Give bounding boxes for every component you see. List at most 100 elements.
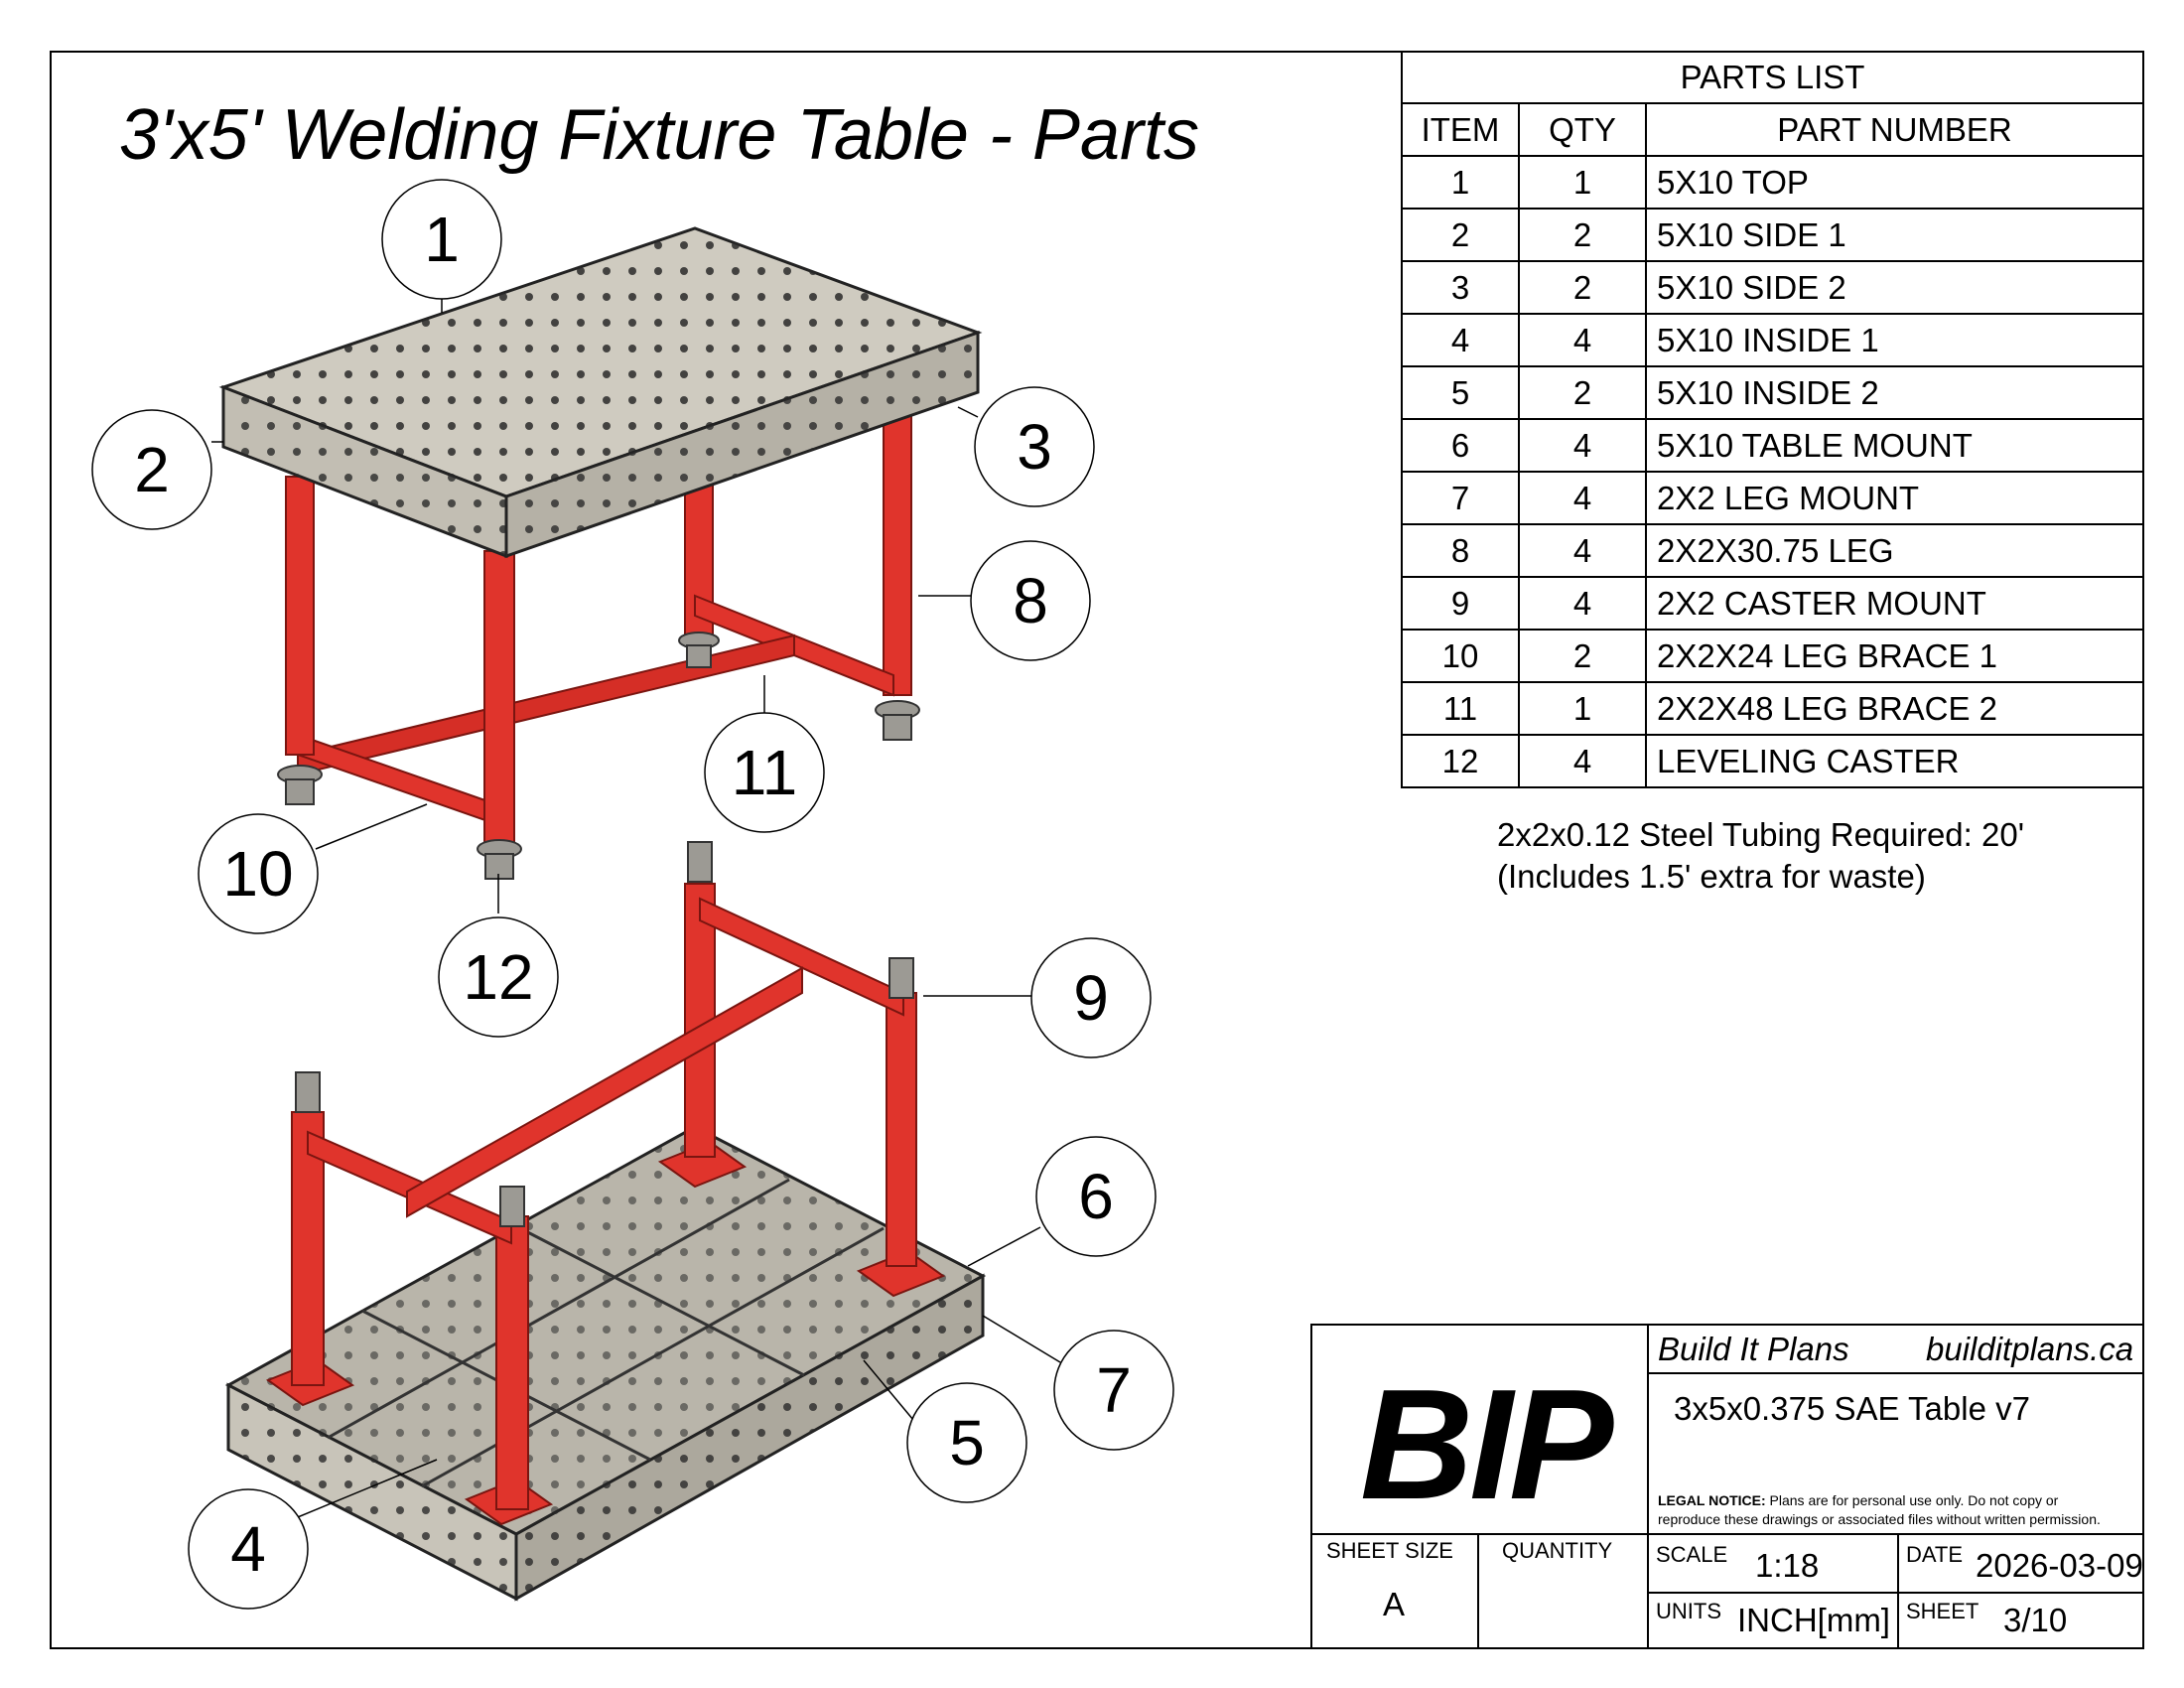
legal-notice-text-2: reproduce these drawings or associated f…	[1658, 1511, 2101, 1527]
svg-text:2: 2	[134, 434, 170, 505]
callout-6: 6	[1035, 1136, 1157, 1257]
tubing-note-line1: 2x2x0.12 Steel Tubing Required: 20'	[1497, 816, 2024, 853]
assembled-table	[218, 226, 983, 880]
date-value: 2026-03-09	[1976, 1547, 2143, 1584]
leader-lines	[211, 298, 1061, 1520]
callout-balloons: 1 2 3 4 5 6 7 8 9 10 11 12	[91, 179, 1174, 1610]
part-item: 9	[1401, 576, 1520, 631]
legal-notice: LEGAL NOTICE: Plans are for personal use…	[1658, 1491, 2101, 1529]
bip-logo: BIP	[1360, 1357, 1613, 1532]
drawing-title: 3'x5' Welding Fixture Table - Parts	[119, 95, 1199, 175]
part-item: 8	[1401, 523, 1520, 578]
scale-value: 1:18	[1755, 1547, 1820, 1584]
callout-10: 10	[198, 813, 319, 934]
part-number: 5X10 TOP	[1645, 155, 2144, 210]
sheet-size-value: A	[1383, 1586, 1406, 1622]
tubing-note: 2x2x0.12 Steel Tubing Required: 20' (Inc…	[1497, 814, 2024, 898]
part-qty: 1	[1518, 681, 1647, 736]
legal-notice-label: LEGAL NOTICE:	[1658, 1492, 1766, 1508]
part-qty: 4	[1518, 418, 1647, 473]
part-number: 5X10 SIDE 1	[1645, 208, 2144, 262]
title-block	[1310, 1324, 2144, 1649]
part-item: 6	[1401, 418, 1520, 473]
part-item: 10	[1401, 629, 1520, 683]
part-number: 2X2X48 LEG BRACE 2	[1645, 681, 2144, 736]
callout-1: 1	[381, 179, 502, 300]
svg-text:9: 9	[1073, 962, 1109, 1034]
drawing-number: 3x5x0.375 SAE Table v7	[1674, 1390, 2030, 1427]
part-number: LEVELING CASTER	[1645, 734, 2144, 788]
units-value: INCH[mm]	[1737, 1602, 1890, 1638]
part-item: 7	[1401, 471, 1520, 525]
part-number: 5X10 INSIDE 2	[1645, 365, 2144, 420]
part-number: 5X10 SIDE 2	[1645, 260, 2144, 315]
callout-11: 11	[704, 712, 825, 833]
part-item: 1	[1401, 155, 1520, 210]
part-item: 11	[1401, 681, 1520, 736]
callout-9: 9	[1030, 937, 1152, 1058]
svg-text:12: 12	[463, 941, 533, 1013]
part-number: 2X2 CASTER MOUNT	[1645, 576, 2144, 631]
units-label: UNITS	[1656, 1599, 1721, 1623]
svg-text:6: 6	[1078, 1161, 1114, 1232]
company-name: Build It Plans	[1658, 1331, 1849, 1367]
part-number: 5X10 TABLE MOUNT	[1645, 418, 2144, 473]
part-qty: 2	[1518, 629, 1647, 683]
part-qty: 4	[1518, 576, 1647, 631]
svg-text:11: 11	[732, 737, 797, 808]
legal-notice-text-1: Plans are for personal use only. Do not …	[1769, 1492, 2059, 1508]
callout-5: 5	[906, 1382, 1027, 1503]
svg-text:5: 5	[949, 1407, 985, 1478]
part-number: 2X2 LEG MOUNT	[1645, 471, 2144, 525]
callout-7: 7	[1053, 1330, 1174, 1451]
assembly-diagram: 1 2 3 4 5 6 7 8 9 10 11 12	[91, 179, 1174, 1610]
svg-text:8: 8	[1013, 565, 1048, 636]
exploded-view	[224, 841, 987, 1602]
part-number: 2X2X30.75 LEG	[1645, 523, 2144, 578]
part-item: 5	[1401, 365, 1520, 420]
part-qty: 2	[1518, 208, 1647, 262]
part-number: 2X2X24 LEG BRACE 1	[1645, 629, 2144, 683]
quantity-label: QUANTITY	[1502, 1538, 1613, 1563]
sheet-label: SHEET	[1906, 1599, 1979, 1623]
header-qty: QTY	[1518, 102, 1647, 157]
part-item: 4	[1401, 313, 1520, 367]
parts-list-caption: PARTS LIST	[1401, 51, 2144, 104]
sheet-value: 3/10	[2003, 1602, 2068, 1638]
callout-8: 8	[970, 540, 1091, 661]
part-qty: 4	[1518, 471, 1647, 525]
part-qty: 4	[1518, 313, 1647, 367]
part-qty: 4	[1518, 734, 1647, 788]
part-item: 12	[1401, 734, 1520, 788]
drawing-border	[50, 51, 2144, 1649]
part-number: 5X10 INSIDE 1	[1645, 313, 2144, 367]
header-part-number: PART NUMBER	[1645, 102, 2144, 157]
callout-4: 4	[188, 1488, 309, 1610]
callout-12: 12	[438, 916, 559, 1038]
callout-2: 2	[91, 409, 212, 530]
svg-text:10: 10	[222, 838, 293, 910]
svg-text:4: 4	[230, 1513, 266, 1585]
part-item: 3	[1401, 260, 1520, 315]
tubing-note-line2: (Includes 1.5' extra for waste)	[1497, 858, 1926, 895]
part-qty: 2	[1518, 260, 1647, 315]
svg-text:1: 1	[424, 204, 460, 275]
header-item: ITEM	[1401, 102, 1520, 157]
part-qty: 1	[1518, 155, 1647, 210]
sheet-size-label: SHEET SIZE	[1326, 1538, 1453, 1563]
svg-text:3: 3	[1017, 411, 1052, 483]
part-qty: 2	[1518, 365, 1647, 420]
